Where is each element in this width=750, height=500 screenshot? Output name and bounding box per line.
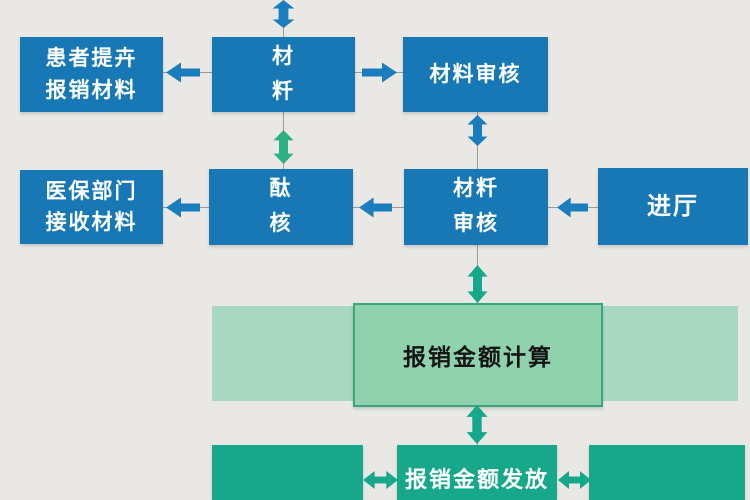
arrow-review-to-dept-left-icon: [166, 196, 200, 219]
arrow-bottomleft-disburse-double-horizontal-icon: [363, 468, 398, 492]
node-amount-disbursement: 报销金额发放: [397, 445, 557, 500]
node-enter-hall: 进厅: [598, 168, 748, 245]
node-material: 材 粁: [212, 37, 355, 112]
node-material-review-mid: 材粁 审核: [404, 169, 548, 245]
arrow-reviews-double-vertical-icon: [466, 115, 489, 146]
arrow-material-review-double-vertical-icon: [272, 130, 295, 164]
arrow-top-double-vertical-icon: [271, 0, 296, 28]
arrow-calc-to-disburse-double-vertical-icon: [465, 405, 489, 444]
node-material-review-top: 材料审核: [403, 37, 548, 112]
node-bottom-right: [589, 445, 745, 500]
arrow-hall-to-reviewmid-left-icon: [557, 196, 588, 219]
arrow-disburse-bottomright-double-horizontal-icon: [558, 468, 591, 492]
node-insurance-dept: 医保部门 接收材料: [20, 170, 163, 244]
node-bottom-left: [212, 445, 363, 500]
node-review-mid: 酞 核: [209, 169, 353, 245]
node-patient-submit: 患者提卉 报销材料: [20, 37, 163, 112]
arrow-material-to-reviewtop-right-icon: [362, 61, 397, 84]
node-amount-calculation: 报销金额计算: [353, 303, 603, 407]
arrow-reviewmid-to-review-left-icon: [359, 196, 392, 219]
arrow-material-to-patient-left-icon: [166, 61, 200, 84]
arrow-reviewmid-to-calc-double-vertical-icon: [466, 265, 489, 303]
